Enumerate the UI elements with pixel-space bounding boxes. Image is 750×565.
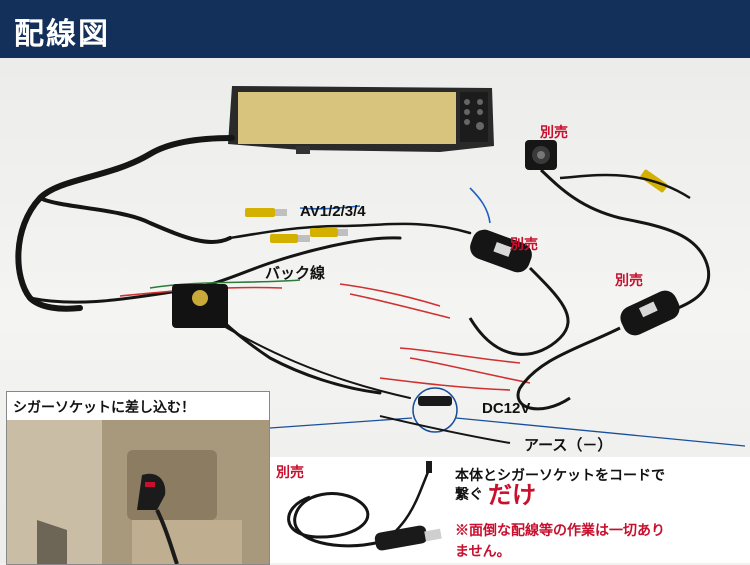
cord-sold-separately-label: 別売 bbox=[276, 464, 304, 480]
backup-camera bbox=[525, 140, 711, 320]
car-console-illustration bbox=[7, 420, 269, 564]
description-line-2: 繋ぐ bbox=[455, 486, 483, 502]
dc12v-label: DC12V bbox=[482, 400, 531, 417]
header-bar: 配線図 bbox=[0, 0, 750, 58]
description-line-1: 本体とシガーソケットをコードで bbox=[455, 467, 665, 483]
junction-box bbox=[172, 284, 228, 328]
av-label: AV1/2/3/4 bbox=[300, 203, 366, 220]
wiring-diagram bbox=[15, 86, 746, 447]
dc-plug-callout bbox=[269, 387, 746, 447]
back-wire-label: バック線 bbox=[265, 265, 326, 282]
emphasis-text: だけ bbox=[488, 482, 536, 509]
earth-wire bbox=[379, 415, 511, 444]
camera-sold-separately-label: 別売 bbox=[540, 124, 568, 140]
cigarette-socket-inset: シガーソケットに差し込む！ bbox=[6, 391, 270, 565]
transmitter1-sold-separately-label: 別売 bbox=[510, 236, 538, 252]
power-cord-panel: 別売 本体とシガーソケットをコードで 繋ぐ だけ ※面倒な配線等の作業は一切あり… bbox=[270, 457, 750, 563]
inset-photo bbox=[7, 420, 269, 564]
transmitter2-sold-separately-label: 別売 bbox=[615, 272, 643, 288]
power-cord-illustration bbox=[287, 461, 442, 551]
main-harness bbox=[15, 135, 472, 399]
mirror-monitor bbox=[228, 86, 494, 154]
wireless-transmitter-1 bbox=[468, 229, 570, 356]
page-title: 配線図 bbox=[14, 17, 110, 52]
inset-caption: シガーソケットに差し込む！ bbox=[13, 399, 195, 415]
note-line-2: ません。 bbox=[455, 543, 511, 559]
note-line-1: ※面倒な配線等の作業は一切あり bbox=[455, 522, 665, 538]
earth-label: アース（－） bbox=[524, 437, 613, 454]
wireless-transmitter-2 bbox=[516, 290, 680, 411]
